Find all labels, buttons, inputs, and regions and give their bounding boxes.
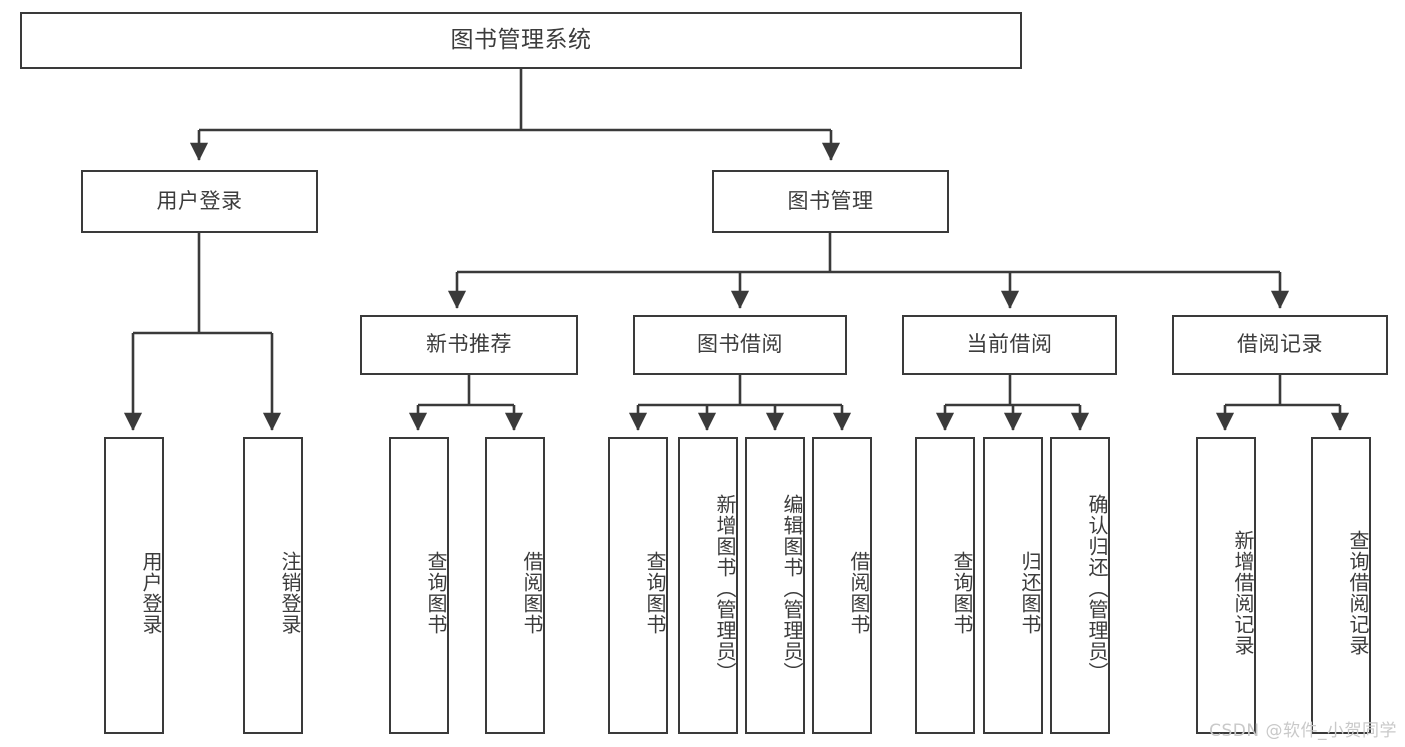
node-borrow-record[interactable]: 借阅记录 bbox=[1172, 315, 1388, 375]
node-new-book-recommend[interactable]: 新书推荐 bbox=[360, 315, 578, 375]
leaf-query-book-current[interactable]: 查询图书 bbox=[915, 437, 975, 734]
node-book-management[interactable]: 图书管理 bbox=[712, 170, 949, 233]
node-book-borrow[interactable]: 图书借阅 bbox=[633, 315, 847, 375]
leaf-borrow-book[interactable]: 借阅图书 bbox=[812, 437, 872, 734]
leaf-add-borrow-record[interactable]: 新增借阅记录 bbox=[1196, 437, 1256, 734]
leaf-borrow-book-recommend[interactable]: 借阅图书 bbox=[485, 437, 545, 734]
node-root-system[interactable]: 图书管理系统 bbox=[20, 12, 1022, 69]
leaf-user-login[interactable]: 用户登录 bbox=[104, 437, 164, 734]
node-user-login[interactable]: 用户登录 bbox=[81, 170, 318, 233]
leaf-add-book-admin[interactable]: 新增图书（管理员） bbox=[678, 437, 738, 734]
watermark-text: CSDN @软件_小贺同学 bbox=[1209, 721, 1397, 741]
leaf-confirm-return-admin[interactable]: 确认归还（管理员） bbox=[1050, 437, 1110, 734]
node-current-borrow[interactable]: 当前借阅 bbox=[902, 315, 1117, 375]
leaf-logout[interactable]: 注销登录 bbox=[243, 437, 303, 734]
leaf-return-book[interactable]: 归还图书 bbox=[983, 437, 1043, 734]
leaf-query-book-borrow[interactable]: 查询图书 bbox=[608, 437, 668, 734]
leaf-query-book-recommend[interactable]: 查询图书 bbox=[389, 437, 449, 734]
leaf-edit-book-admin[interactable]: 编辑图书（管理员） bbox=[745, 437, 805, 734]
leaf-query-borrow-record[interactable]: 查询借阅记录 bbox=[1311, 437, 1371, 734]
